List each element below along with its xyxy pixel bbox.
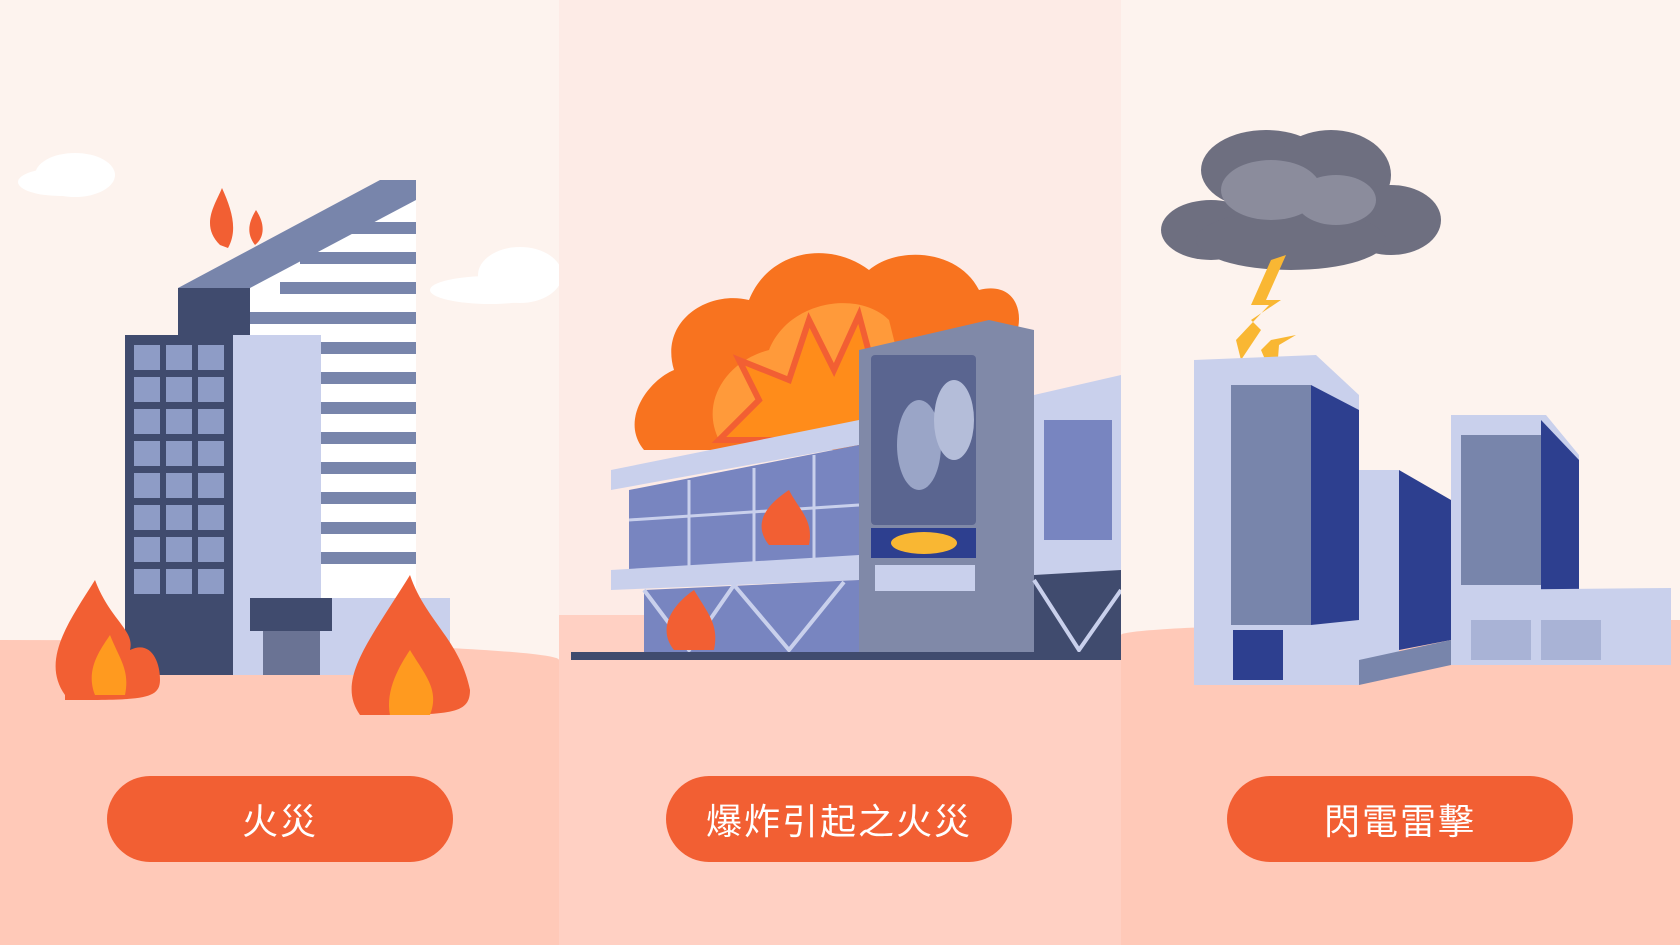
label-explosion-fire-button[interactable]: 爆炸引起之火災 xyxy=(666,776,1012,862)
label-fire-button[interactable]: 火災 xyxy=(107,776,453,862)
explosion-fire-icon xyxy=(571,253,1121,660)
panel-fire: 火災 xyxy=(0,0,559,945)
panel-lightning: 閃電雷擊 xyxy=(1121,0,1680,945)
panel-explosion-fire: 爆炸引起之火災 xyxy=(559,0,1121,945)
building-fire-icon xyxy=(18,153,559,715)
lightning-strike-icon xyxy=(1161,130,1671,685)
label-lightning-button[interactable]: 閃電雷擊 xyxy=(1227,776,1573,862)
